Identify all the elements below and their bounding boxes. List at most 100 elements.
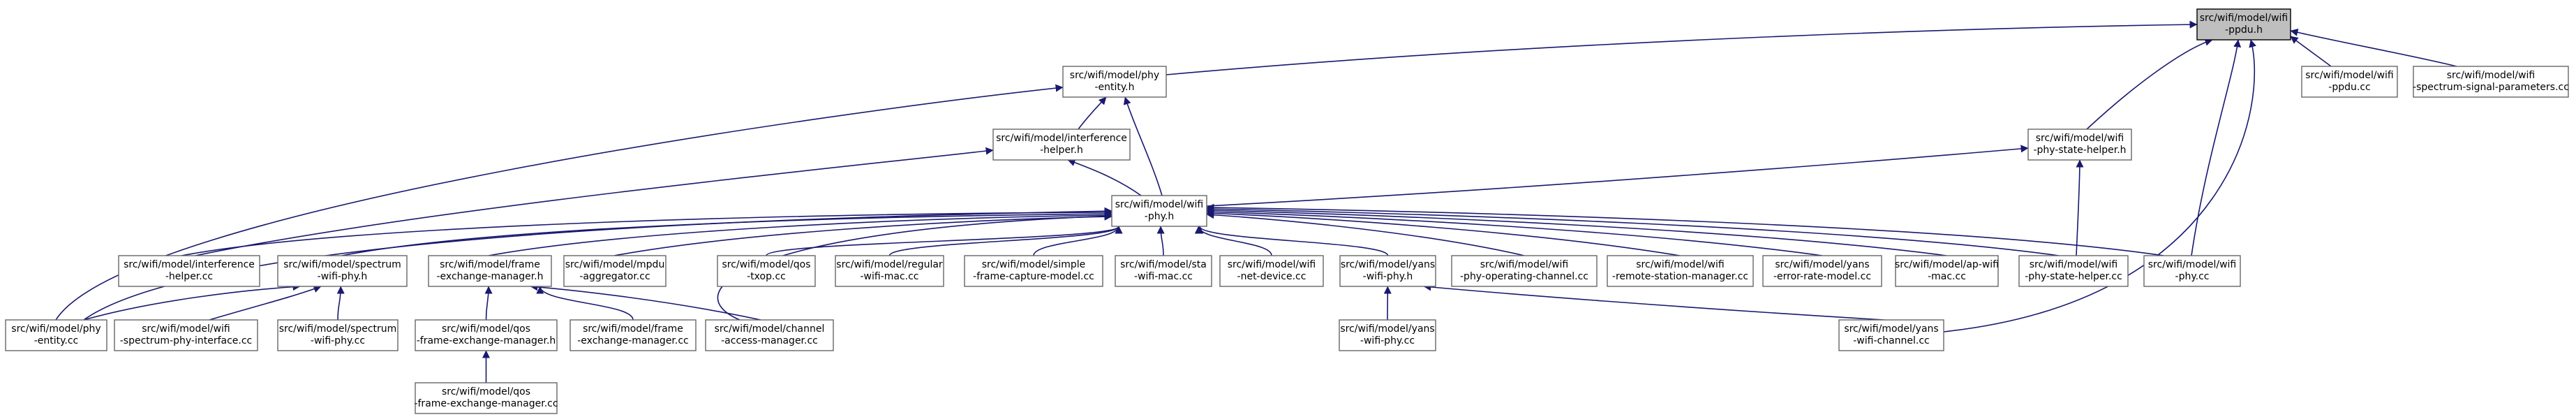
dependency-edge	[484, 286, 493, 321]
dependency-edge	[1206, 145, 2029, 207]
node-label-line: -phy-state-helper.cc	[2025, 271, 2122, 282]
node-label-line: src/wifi/model/sta	[1120, 259, 1207, 270]
node-box	[1838, 319, 1944, 351]
dependency-edge	[2086, 38, 2213, 130]
node-qos-frame-exchange-manager-h[interactable]: src/wifi/model/qos-frame-exchange-manage…	[415, 319, 558, 351]
dependency-edge	[1123, 96, 1163, 196]
node-interference-helper-h[interactable]: src/wifi/model/interference-helper.h	[992, 129, 1131, 161]
dependency-edge	[1206, 203, 2164, 256]
node-box	[1111, 195, 1207, 227]
node-label-line: src/wifi/model/spectrum	[283, 259, 401, 270]
node-box	[428, 255, 552, 287]
edge-path	[1206, 209, 1681, 256]
dependency-edge	[613, 212, 1112, 256]
node-remote-station-manager-cc[interactable]: src/wifi/model/wifi-remote-station-manag…	[1607, 255, 1754, 287]
edge-path	[530, 283, 761, 321]
node-spectrum-wifi-phy-h[interactable]: src/wifi/model/spectrum-wifi-phy.h	[277, 255, 408, 287]
node-label-line: src/wifi/model/wifi	[1480, 259, 1569, 270]
edge-path	[1078, 96, 1107, 130]
dependency-edge	[1206, 205, 2060, 256]
node-interference-helper-cc[interactable]: src/wifi/model/interference-helper.cc	[118, 255, 260, 287]
node-label-line: src/wifi/model/wifi	[1228, 259, 1316, 270]
node-box	[1607, 255, 1754, 287]
edge-path	[1123, 96, 1163, 196]
node-spectrum-signal-params-cc[interactable]: src/wifi/model/wifi-spectrum-signal-para…	[2413, 66, 2569, 98]
node-label-line: -phy-operating-channel.cc	[1460, 271, 1588, 282]
node-label-line: -aggregator.cc	[579, 271, 650, 282]
edge-path	[1206, 206, 1947, 256]
edge-path	[1194, 226, 1272, 256]
node-label-line: src/wifi/model/phy	[1070, 70, 1159, 81]
node-yans-wifi-phy-cc[interactable]: src/wifi/model/yans-wifi-phy.cc	[1339, 319, 1436, 351]
edge-path	[1206, 211, 1525, 256]
edge-path	[1206, 207, 1823, 256]
node-yans-wifi-phy-h[interactable]: src/wifi/model/yans-wifi-phy.h	[1339, 255, 1436, 287]
node-wifi-phy-h[interactable]: src/wifi/model/wifi-phy.h	[1111, 195, 1207, 227]
node-ppdu-cc[interactable]: src/wifi/model/wifi-ppdu.cc	[2301, 66, 2398, 98]
dependency-edge	[1423, 283, 1885, 321]
node-wifi-net-device-cc[interactable]: src/wifi/model/wifi-net-device.cc	[1219, 255, 1324, 287]
node-qos-frame-exchange-manager-cc[interactable]: src/wifi/model/qos-frame-exchange-manage…	[414, 382, 558, 414]
edge-path	[766, 226, 1123, 256]
node-phy-operating-channel-cc[interactable]: src/wifi/model/wifi-phy-operating-channe…	[1451, 255, 1598, 287]
node-box	[2196, 8, 2291, 41]
node-mpdu-aggregator-cc[interactable]: src/wifi/model/mpdu-aggregator.cc	[563, 255, 667, 287]
node-box	[415, 382, 558, 414]
node-phy-entity-h[interactable]: src/wifi/model/phy-entity.h	[1062, 66, 1167, 98]
node-label-line: -ppdu.cc	[2328, 82, 2370, 93]
dependency-edge	[1156, 226, 1165, 256]
node-box	[1339, 319, 1436, 351]
dependency-edge	[488, 211, 1112, 256]
edges-layer	[55, 20, 2457, 383]
dependency-edge	[2290, 29, 2457, 67]
node-spectrum-wifi-phy-cc[interactable]: src/wifi/model/spectrum-wifi-phy.cc	[277, 319, 399, 351]
node-box	[563, 255, 667, 287]
node-simple-frame-capture-cc[interactable]: src/wifi/model/simple-frame-capture-mode…	[964, 255, 1103, 287]
dependency-edge	[2076, 159, 2084, 256]
node-frame-exchange-manager-cc[interactable]: src/wifi/model/frame-exchange-manager.cc	[569, 319, 697, 351]
node-box	[415, 319, 558, 351]
node-label-line: src/wifi/model/wifi	[2305, 70, 2394, 81]
node-label-line: -phy.h	[1145, 211, 1174, 222]
dependency-edge	[766, 226, 1123, 256]
dependency-edge	[1206, 211, 1525, 256]
node-ap-wifi-mac-cc[interactable]: src/wifi/model/ap-wifi-mac.cc	[1895, 255, 1999, 287]
node-label-line: src/wifi/model/wifi	[2200, 13, 2288, 24]
node-phy-entity-cc[interactable]: src/wifi/model/phy-entity.cc	[5, 319, 107, 351]
dependency-edge	[530, 283, 761, 321]
node-label-line: src/wifi/model/yans	[1341, 259, 1435, 270]
edge-path	[888, 226, 1123, 256]
node-frame-exchange-manager-h[interactable]: src/wifi/model/frame-exchange-manager.h	[428, 255, 552, 287]
edge-path	[1033, 226, 1123, 256]
node-yans-error-rate-cc[interactable]: src/wifi/model/yans-error-rate-model.cc	[1762, 255, 1882, 287]
node-ppdu-h[interactable]: src/wifi/model/wifi-ppdu.h	[2196, 8, 2291, 41]
node-label-line: -helper.cc	[165, 271, 213, 282]
node-phy-state-helper-h[interactable]: src/wifi/model/wifi-phy-state-helper.h	[2027, 129, 2132, 161]
dependency-edge	[83, 283, 301, 321]
node-regular-wifi-mac-cc[interactable]: src/wifi/model/regular-wifi-mac.cc	[835, 255, 944, 287]
node-label-line: src/wifi/model/qos	[442, 323, 530, 335]
node-label-line: src/wifi/model/frame	[440, 259, 540, 270]
edge-path	[1196, 226, 1389, 256]
node-box	[1115, 255, 1212, 287]
node-box	[2413, 66, 2569, 98]
dependency-edge	[536, 286, 634, 321]
node-channel-access-manager-cc[interactable]: src/wifi/model/channel-access-manager.cc	[705, 319, 834, 351]
edge-path	[1423, 283, 1885, 321]
node-label-line: -wifi-mac.cc	[1134, 271, 1193, 282]
node-yans-wifi-channel-cc[interactable]: src/wifi/model/yans-wifi-channel.cc	[1838, 319, 1944, 351]
edge-path	[195, 147, 994, 256]
node-label-line: -wifi-phy.cc	[311, 335, 365, 346]
node-label-line: -phy.cc	[2175, 271, 2210, 282]
node-spectrum-phy-interface-cc[interactable]: src/wifi/model/wifi-spectrum-phy-interfa…	[114, 319, 258, 351]
node-label-line: src/wifi/model/channel	[715, 323, 825, 335]
node-box	[118, 255, 260, 287]
node-wifi-phy-cc[interactable]: src/wifi/model/wifi-phy.cc	[2143, 255, 2241, 287]
dependency-edge	[336, 286, 345, 321]
node-phy-state-helper-cc[interactable]: src/wifi/model/wifi-phy-state-helper.cc	[2018, 255, 2129, 287]
node-sta-wifi-mac-cc[interactable]: src/wifi/model/sta-wifi-mac.cc	[1115, 255, 1212, 287]
node-label-line: src/wifi/model/wifi	[2148, 259, 2237, 270]
dependency-edge	[1067, 159, 1142, 196]
node-box	[2027, 129, 2132, 161]
node-qos-txop-cc[interactable]: src/wifi/model/qos-txop.cc	[717, 255, 816, 287]
